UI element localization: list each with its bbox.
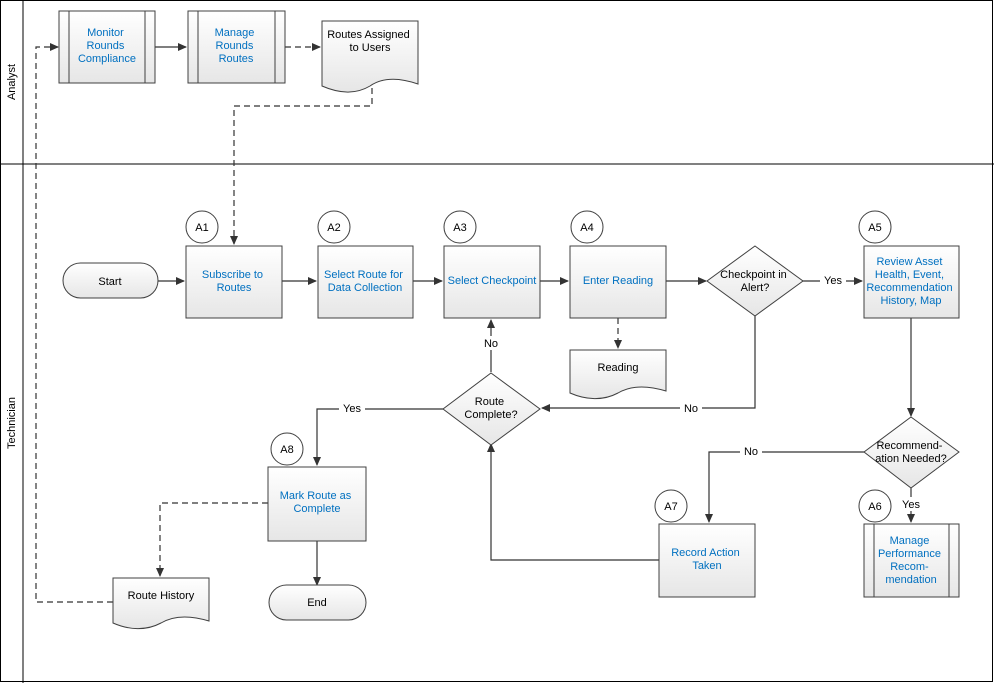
monitor-text: Monitor Rounds Compliance bbox=[78, 27, 136, 65]
a4-text: Enter Reading bbox=[583, 275, 653, 287]
lane-label-technician: Technician bbox=[6, 397, 18, 449]
svg-text:A1: A1 bbox=[195, 222, 208, 234]
decision-recommendation-needed: Recommend- ation Needed? bbox=[863, 416, 960, 489]
step-a2-select-route[interactable]: Select Route for Data Collection bbox=[317, 245, 414, 319]
label-recommend-no: No bbox=[744, 446, 758, 458]
connectors bbox=[35, 43, 915, 603]
decision-route-complete: Route Complete? bbox=[442, 372, 541, 446]
connector-a7-to-route-complete bbox=[487, 443, 659, 561]
badge-a2: A2 bbox=[317, 210, 351, 244]
step-a4-enter-reading[interactable]: Enter Reading bbox=[569, 245, 667, 319]
edge-labels: Yes No No Yes No Yes bbox=[339, 273, 924, 511]
label-alert-no: No bbox=[684, 403, 698, 415]
badge-a7: A7 bbox=[654, 489, 688, 523]
badge-a8: A8 bbox=[270, 432, 304, 466]
svg-text:A8: A8 bbox=[280, 444, 293, 456]
connector-alert-no-to-route-complete bbox=[541, 316, 756, 412]
svg-text:A7: A7 bbox=[664, 501, 677, 513]
document-routes-assigned: Routes Assigned to Users bbox=[321, 20, 419, 93]
a2-text: Select Route for Data Collection bbox=[324, 269, 406, 294]
a3-text: Select Checkpoint bbox=[448, 275, 537, 287]
start-text: Start bbox=[98, 276, 121, 288]
subprocess-monitor-rounds-compliance[interactable]: Monitor Rounds Compliance bbox=[58, 10, 156, 84]
badge-a3: A3 bbox=[443, 210, 477, 244]
step-a7-record-action-taken[interactable]: Record Action Taken bbox=[658, 523, 756, 598]
checkpoint-alert-text: Checkpoint in Alert? bbox=[720, 269, 790, 294]
reading-text: Reading bbox=[598, 362, 639, 374]
svg-text:A3: A3 bbox=[453, 222, 466, 234]
svg-text:A6: A6 bbox=[868, 501, 881, 513]
badge-a5: A5 bbox=[858, 210, 892, 244]
a8-text: Mark Route as Complete bbox=[280, 490, 355, 515]
connector-recommend-no-to-a7 bbox=[705, 451, 864, 523]
a6-text: Manage Performance Recom- mendation bbox=[878, 535, 944, 586]
svg-text:A5: A5 bbox=[868, 222, 881, 234]
step-a5-review-asset-health[interactable]: Review Asset Health, Event, Recommendati… bbox=[863, 245, 960, 319]
end-text: End bbox=[307, 597, 327, 609]
route-history-text: Route History bbox=[128, 590, 195, 602]
decision-checkpoint-in-alert: Checkpoint in Alert? bbox=[706, 245, 804, 317]
routes-assigned-text: Routes Assigned to Users bbox=[327, 29, 413, 54]
label-alert-yes: Yes bbox=[824, 275, 842, 287]
label-route-complete-no: No bbox=[484, 338, 498, 350]
a7-text: Record Action Taken bbox=[671, 547, 743, 572]
recommendation-needed-text: Recommend- ation Needed? bbox=[875, 440, 947, 465]
label-route-complete-yes: Yes bbox=[343, 403, 361, 415]
lane-label-analyst: Analyst bbox=[6, 64, 18, 100]
a5-text: Review Asset Health, Event, Recommendati… bbox=[866, 256, 955, 307]
terminator-end: End bbox=[268, 584, 367, 621]
svg-text:A4: A4 bbox=[580, 222, 593, 234]
document-route-history: Route History bbox=[112, 577, 210, 630]
badge-a6: A6 bbox=[858, 489, 892, 523]
subprocess-manage-rounds-routes[interactable]: Manage Rounds Routes bbox=[187, 10, 286, 84]
a1-text: Subscribe to Routes bbox=[202, 269, 266, 294]
route-complete-text: Route Complete? bbox=[464, 396, 517, 421]
label-recommend-yes: Yes bbox=[902, 499, 920, 511]
badge-a4: A4 bbox=[570, 210, 604, 244]
connector-a8-to-route-history bbox=[156, 502, 268, 577]
connector-route-complete-yes-to-a8 bbox=[313, 408, 443, 466]
connector-routes-assigned-to-a1 bbox=[230, 88, 373, 245]
badge-a1: A1 bbox=[185, 210, 219, 244]
svg-text:A2: A2 bbox=[327, 222, 340, 234]
subprocess-a6-manage-performance-recommendation[interactable]: Manage Performance Recom- mendation bbox=[863, 523, 960, 598]
step-a8-mark-route-complete[interactable]: Mark Route as Complete bbox=[267, 466, 367, 542]
step-a3-select-checkpoint[interactable]: Select Checkpoint bbox=[443, 245, 541, 319]
terminator-start: Start bbox=[62, 262, 159, 299]
step-a1-subscribe-to-routes[interactable]: Subscribe to Routes bbox=[185, 245, 283, 319]
connector-route-history-to-monitor bbox=[35, 43, 113, 603]
manage-routes-text: Manage Rounds Routes bbox=[215, 27, 258, 65]
document-reading: Reading bbox=[569, 349, 667, 400]
